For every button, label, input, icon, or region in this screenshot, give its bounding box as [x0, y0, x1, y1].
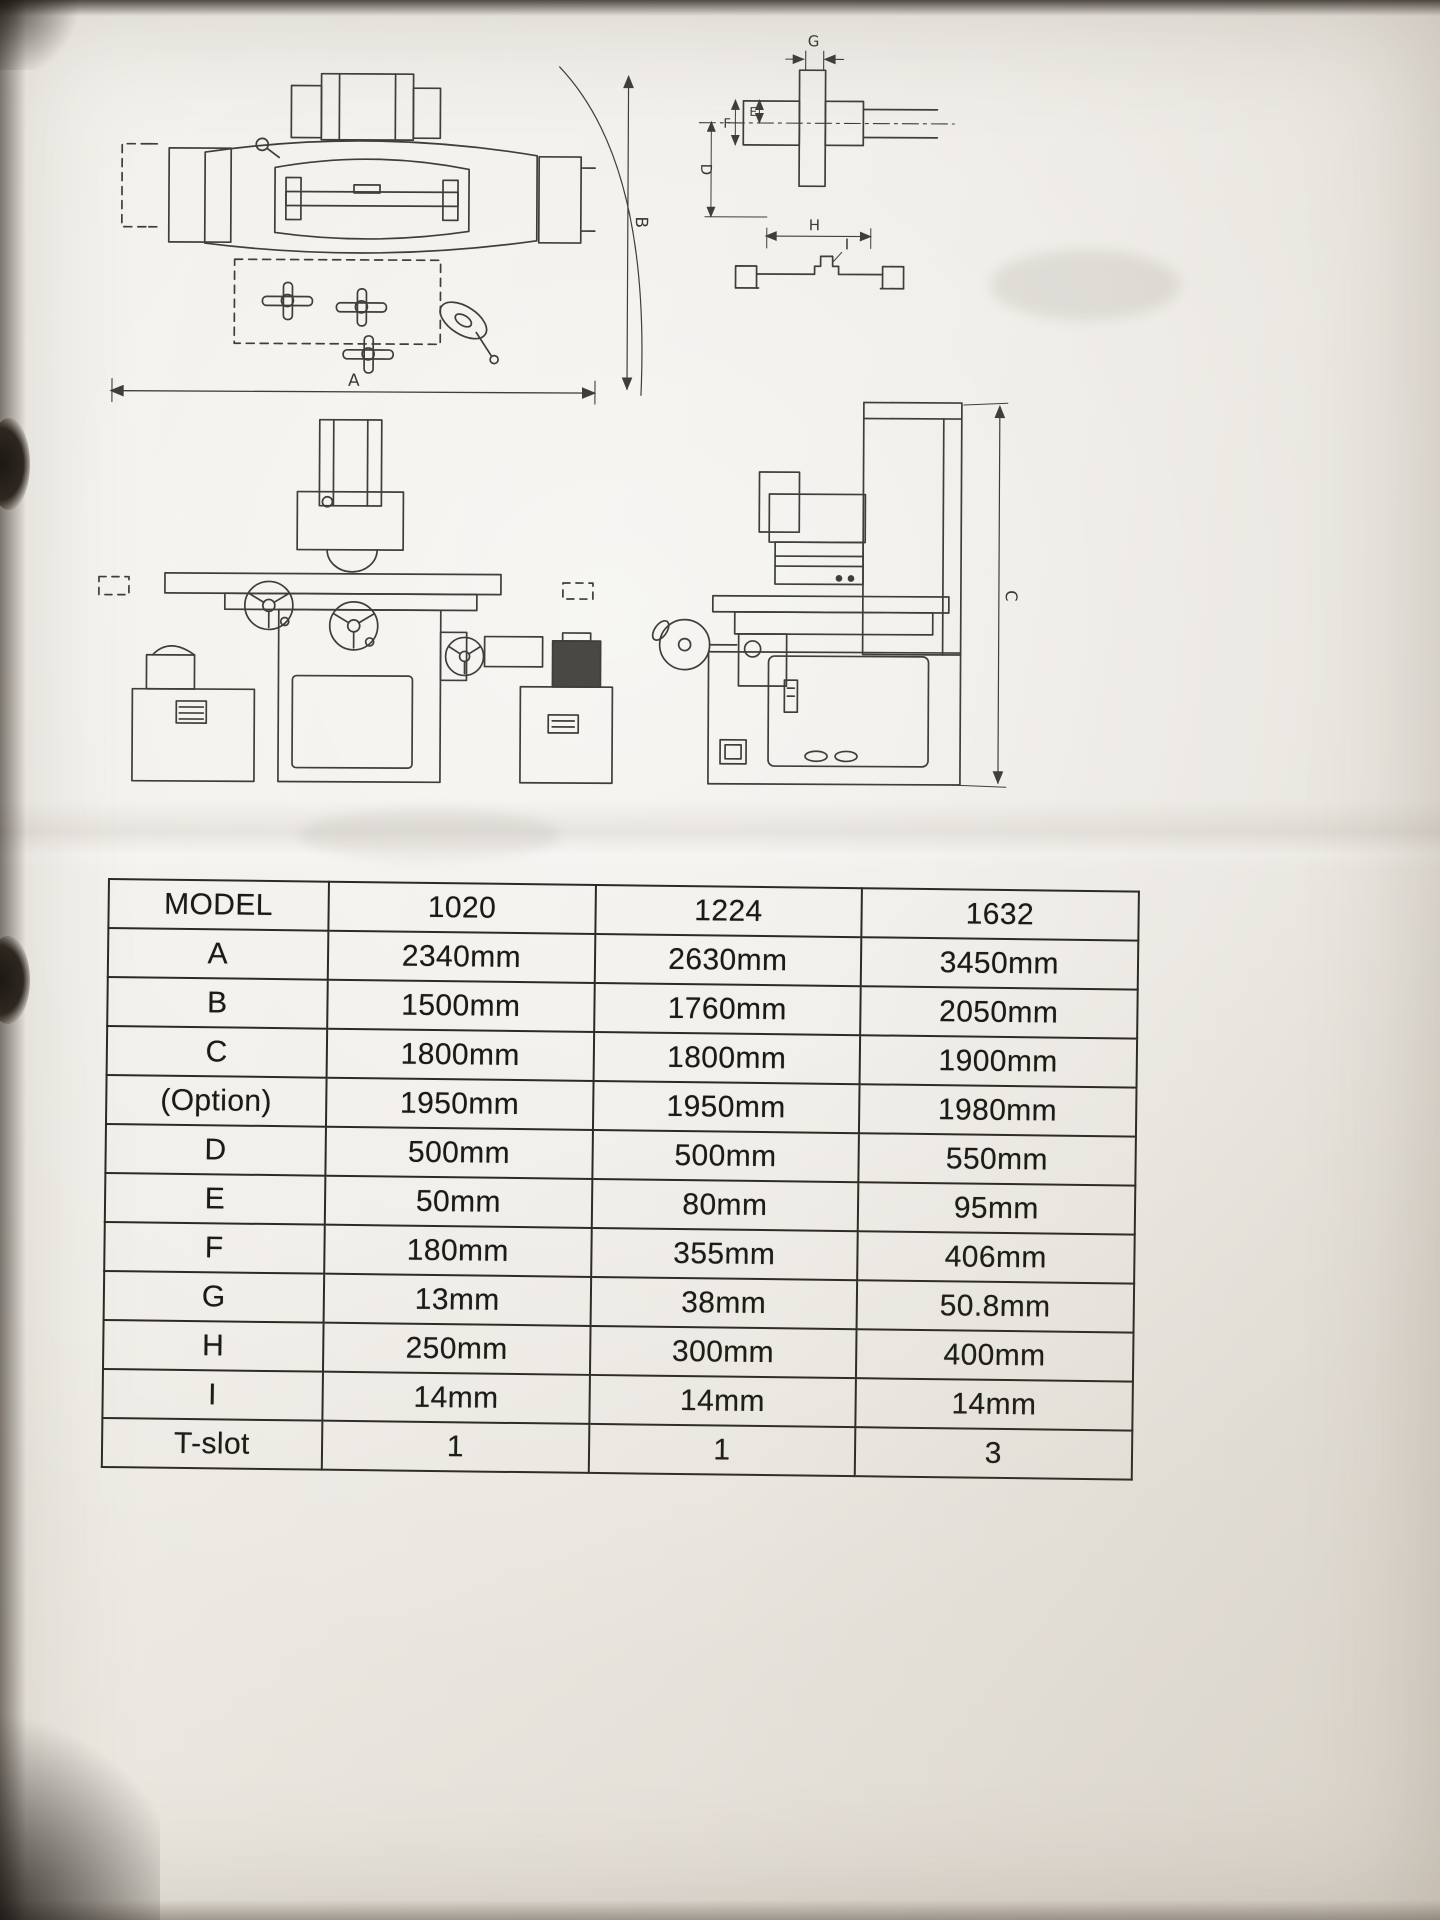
spec-label: B: [107, 977, 328, 1029]
spec-label: F: [104, 1221, 325, 1274]
spec-value: 95mm: [857, 1182, 1136, 1235]
spec-value: 406mm: [856, 1231, 1135, 1284]
spec-label: D: [105, 1123, 326, 1176]
model-1224-header: 1224: [595, 884, 862, 938]
technical-drawings: A B G E F: [0, 0, 1440, 883]
spec-value: 50mm: [324, 1175, 593, 1228]
spec-value: 38mm: [590, 1276, 857, 1330]
spec-label: A: [107, 928, 328, 980]
dim-label-a: A: [348, 371, 360, 391]
model-1632-header: 1632: [860, 888, 1139, 941]
spec-value: 250mm: [322, 1322, 591, 1375]
dim-label-g: G: [808, 32, 820, 50]
spec-value: 500mm: [324, 1126, 594, 1179]
spec-value: 50.8mm: [856, 1280, 1135, 1333]
spec-value: 14mm: [854, 1378, 1133, 1431]
spec-value: 400mm: [855, 1329, 1134, 1382]
spec-label: H: [103, 1319, 324, 1372]
spec-label: C: [106, 1026, 327, 1078]
spec-value: 1: [588, 1423, 855, 1477]
dim-label-e: E: [749, 105, 757, 119]
spec-value: 80mm: [591, 1178, 858, 1232]
spec-value: 1800mm: [326, 1028, 595, 1081]
spec-label: (Option): [105, 1074, 327, 1127]
spec-label: I: [102, 1368, 323, 1421]
spec-value: 1760mm: [594, 982, 861, 1036]
spec-value: 180mm: [323, 1224, 592, 1277]
spec-value: 550mm: [857, 1133, 1136, 1186]
spec-value: 14mm: [589, 1374, 856, 1428]
dim-label-f: F: [723, 117, 731, 132]
spec-value: 1900mm: [859, 1035, 1138, 1088]
dim-label-d: D: [697, 164, 715, 176]
spec-value: 3450mm: [860, 937, 1139, 990]
dim-label-h: H: [809, 216, 820, 234]
spec-value: 2050mm: [859, 986, 1138, 1039]
spec-value: 1500mm: [326, 979, 595, 1032]
spec-value: 2630mm: [594, 933, 861, 987]
spec-label: T-slot: [101, 1417, 322, 1470]
top-view-drawing: A B: [109, 66, 651, 405]
page-top-edge-shadow: [0, 0, 1440, 16]
binder-corner-shadow: [0, 1670, 160, 1920]
spec-value: 1980mm: [858, 1084, 1137, 1137]
side-view-drawing: C: [651, 401, 1021, 788]
dim-label-i: I: [845, 235, 850, 253]
spec-value: 2340mm: [327, 930, 596, 983]
spec-table: MODEL 1020 1224 1632 A 2340mm 2630mm 345…: [101, 878, 1140, 1481]
spec-value: 14mm: [321, 1371, 591, 1424]
detail-view-drawing: G E F D H I: [697, 32, 955, 290]
spec-label: G: [103, 1270, 324, 1323]
spec-label: E: [104, 1172, 325, 1225]
page-bottom-edge-shadow: [0, 1900, 1440, 1920]
spec-value: 1: [321, 1420, 590, 1473]
spec-value: 1950mm: [593, 1080, 860, 1134]
spec-value: 3: [854, 1427, 1133, 1480]
spec-value: 500mm: [592, 1129, 859, 1183]
spec-value: 300mm: [590, 1325, 857, 1379]
spec-value: 13mm: [323, 1273, 592, 1326]
spec-value: 1950mm: [325, 1077, 594, 1130]
model-1020-header: 1020: [327, 881, 597, 934]
spec-value: 1800mm: [593, 1031, 860, 1085]
binder-corner-shadow: [0, 0, 90, 70]
dim-label-b: B: [631, 216, 651, 228]
dim-label-c: C: [1002, 590, 1021, 601]
front-view-drawing: [98, 418, 614, 785]
spec-value: 355mm: [591, 1227, 858, 1281]
model-header: MODEL: [108, 879, 329, 931]
